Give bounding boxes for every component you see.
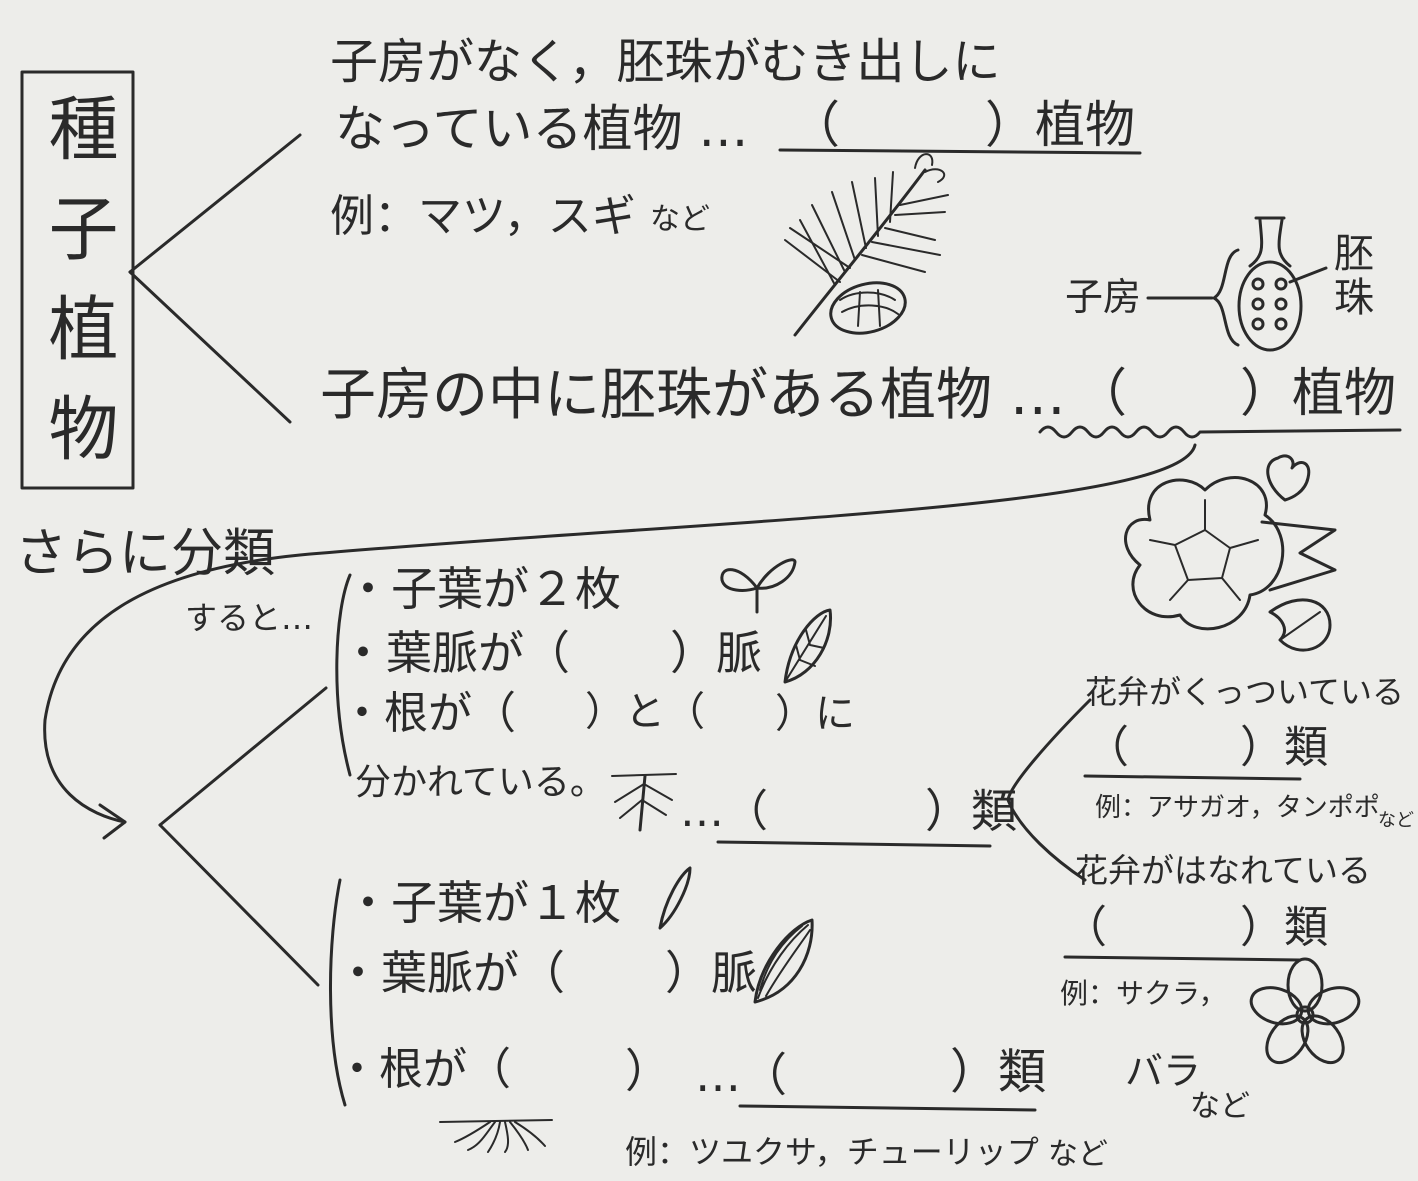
gymnosperm-blank-close: ）植物 (985, 96, 1135, 154)
monocot-cotyledon-icon (658, 866, 692, 930)
dicot-bracket (335, 573, 352, 777)
tap-root-icon (611, 773, 677, 832)
further-classify-label: さらに分類 (15, 524, 276, 584)
branch-line-dicot (158, 686, 328, 827)
sympetalous-answer-underline (1083, 774, 1302, 781)
dicot-root-middle: ）と（ (585, 689, 705, 735)
ovule-label: 胚珠 (1327, 232, 1373, 320)
parallel-vein-leaf-icon (753, 918, 814, 1004)
ovary-label: 子房 (1065, 275, 1142, 319)
gymnosperm-description-line1: 子房がなく，胚珠がむき出しに (330, 34, 1001, 90)
choripetalous-blank-close: ）類 (1240, 902, 1328, 953)
monocot-answer-underline (738, 1104, 1037, 1112)
monocot-bracket (329, 878, 347, 1107)
pistil-diagram (1146, 216, 1328, 352)
choripetalous-condition: 花弁がはなれている (1075, 851, 1372, 890)
monocot-group-open: …（ (695, 1048, 787, 1102)
page-title: 種子植物 (37, 92, 119, 492)
monocot-vein-open: ・葉脈が（ (335, 946, 565, 1000)
title-box (20, 70, 135, 490)
dicot-subgroup-bracket (1006, 698, 1092, 882)
gymnosperm-example-suffix: など (650, 202, 710, 237)
gymnosperm-description-line2: なっている植物 … (335, 100, 749, 158)
sympetalous-example-suffix: など (1378, 810, 1414, 831)
choripetalous-example-line2: バラ (1125, 1049, 1202, 1093)
angiosperm-blank-close: ）植物 (1240, 364, 1397, 424)
choripetalous-example-line1: 例：サクラ， (1060, 977, 1227, 1010)
gymnosperm-blank-open: （ (790, 96, 840, 154)
sympetalous-condition: 花弁がくっついている (1085, 673, 1405, 711)
ovule-dots-icon (1251, 277, 1288, 331)
monocot-group-close: ）類 (950, 1044, 1047, 1100)
dicot-root-line2: 分かれている。 (355, 762, 606, 803)
dicot-vein-close: ）脈 (670, 626, 762, 680)
choripetalous-blank-open: （ (1063, 902, 1107, 953)
cherry-blossom-icon (1249, 957, 1361, 1065)
monocot-cotyledon: ・子葉が１枚 (345, 876, 621, 930)
dicot-answer-underline (716, 840, 992, 848)
monocot-root-close: ） (625, 1044, 671, 1098)
dicot-cotyledon: ・子葉が２枚 (345, 562, 621, 616)
monocot-root-open: ・根が（ (335, 1044, 511, 1095)
dicot-group-open: …（ (680, 786, 768, 837)
monocot-example-suffix: など (1048, 1137, 1108, 1172)
angiosperm-answer-wavy-underline (1038, 425, 1402, 439)
ovary-brace (1212, 248, 1240, 347)
morning-glory-icon (1124, 454, 1337, 652)
further-classify-continuation: すると… (185, 599, 314, 637)
pine-branch-icon (784, 153, 949, 337)
dicot-vein-open: ・葉脈が（ (340, 626, 570, 680)
monocot-vein-close: ）脈 (665, 946, 757, 1000)
pistil-style-icon (1248, 216, 1292, 268)
ovule-pointer-line (1288, 266, 1328, 284)
angiosperm-description: 子房の中に胚珠がある植物 … (320, 363, 1066, 428)
monocot-example: 例：ツユクサ，チューリップ (625, 1133, 1039, 1171)
branch-line-gymnosperm (128, 133, 302, 274)
arrow-head-icon (98, 803, 127, 840)
sympetalous-example: 例：アサガオ，タンポポ (1095, 793, 1380, 823)
fibrous-root-icon (439, 1119, 553, 1153)
choripetalous-example-suffix: など (1190, 1089, 1250, 1124)
ovary-icon (1237, 260, 1303, 352)
branch-line-angiosperm (128, 270, 292, 424)
gymnosperm-example: 例：マツ，スギ (330, 191, 636, 242)
sympetalous-blank-open: （ (1085, 722, 1129, 773)
dicot-seedling-icon (720, 558, 797, 614)
sympetalous-blank-close: ）類 (1240, 722, 1328, 773)
choripetalous-answer-underline (1063, 955, 1302, 962)
dicot-group-close: ）類 (925, 784, 1017, 838)
gymnosperm-answer-underline (778, 148, 1142, 155)
angiosperm-blank-open: （ (1075, 364, 1128, 424)
netted-vein-leaf-icon (783, 608, 833, 684)
classification-arrow (43, 443, 1197, 824)
dicot-root-open: ・根が（ (340, 688, 516, 739)
branch-line-monocot (158, 823, 320, 987)
dicot-root-close: ）に (775, 691, 855, 737)
